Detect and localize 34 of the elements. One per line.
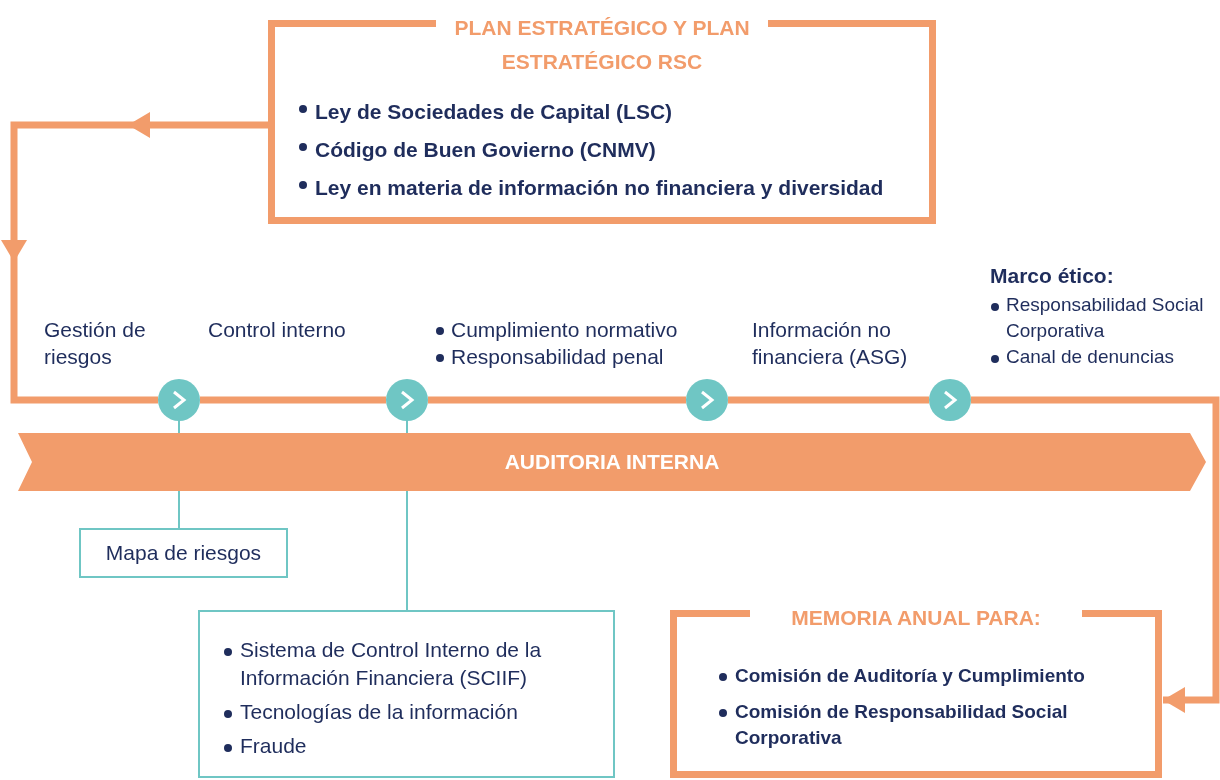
list-item: Cumplimiento normativo (435, 316, 731, 343)
content-box (79, 528, 288, 578)
connector-line (406, 490, 408, 611)
step-label: Control interno (208, 317, 347, 343)
list-item: Comisión de Responsabilidad Social Corporativa (717, 699, 1145, 751)
list-item: Ley de Sociedades de Capital (LSC) (297, 93, 919, 131)
banner-text: AUDITORIA INTERNA (504, 450, 720, 474)
step-label: Información no financiera (ASG) (752, 317, 909, 370)
box-text: Mapa de riesgos (105, 541, 262, 565)
chevron-circle (686, 379, 728, 421)
connector-line (178, 490, 180, 529)
connector-line (200, 396, 386, 404)
list-item: Tecnologías de la información (222, 698, 603, 726)
list-item: Comisión de Auditoría y Cumplimiento (717, 663, 1145, 689)
list-item: Ley en materia de información no financiera y diversidad (297, 169, 919, 207)
section-heading: Marco ético: (990, 263, 1115, 289)
list-item: Responsabilidad penal (435, 343, 731, 370)
chevron-circle (158, 379, 200, 421)
arrow (971, 396, 1220, 713)
connector-line (728, 396, 929, 404)
chevron-circle (386, 379, 428, 421)
connector-line (178, 420, 180, 434)
arrow-banner (18, 433, 1206, 491)
step-label: Gestión de riesgos (44, 317, 147, 370)
connector-line (428, 396, 686, 404)
list-item: Código de Buen Govierno (CNMV) (297, 131, 919, 169)
list-item: Canal de denuncias (990, 344, 1216, 370)
chevron-circle (929, 379, 971, 421)
arrow (1, 112, 268, 404)
list-item: Sistema de Control Interno de la Información Financiera (SCIIF) (222, 636, 603, 692)
connector-line (406, 420, 408, 434)
list-item: Responsabilidad Social Corporativa (990, 292, 1216, 344)
content-box (198, 610, 615, 778)
list-item: Fraude (222, 732, 603, 760)
